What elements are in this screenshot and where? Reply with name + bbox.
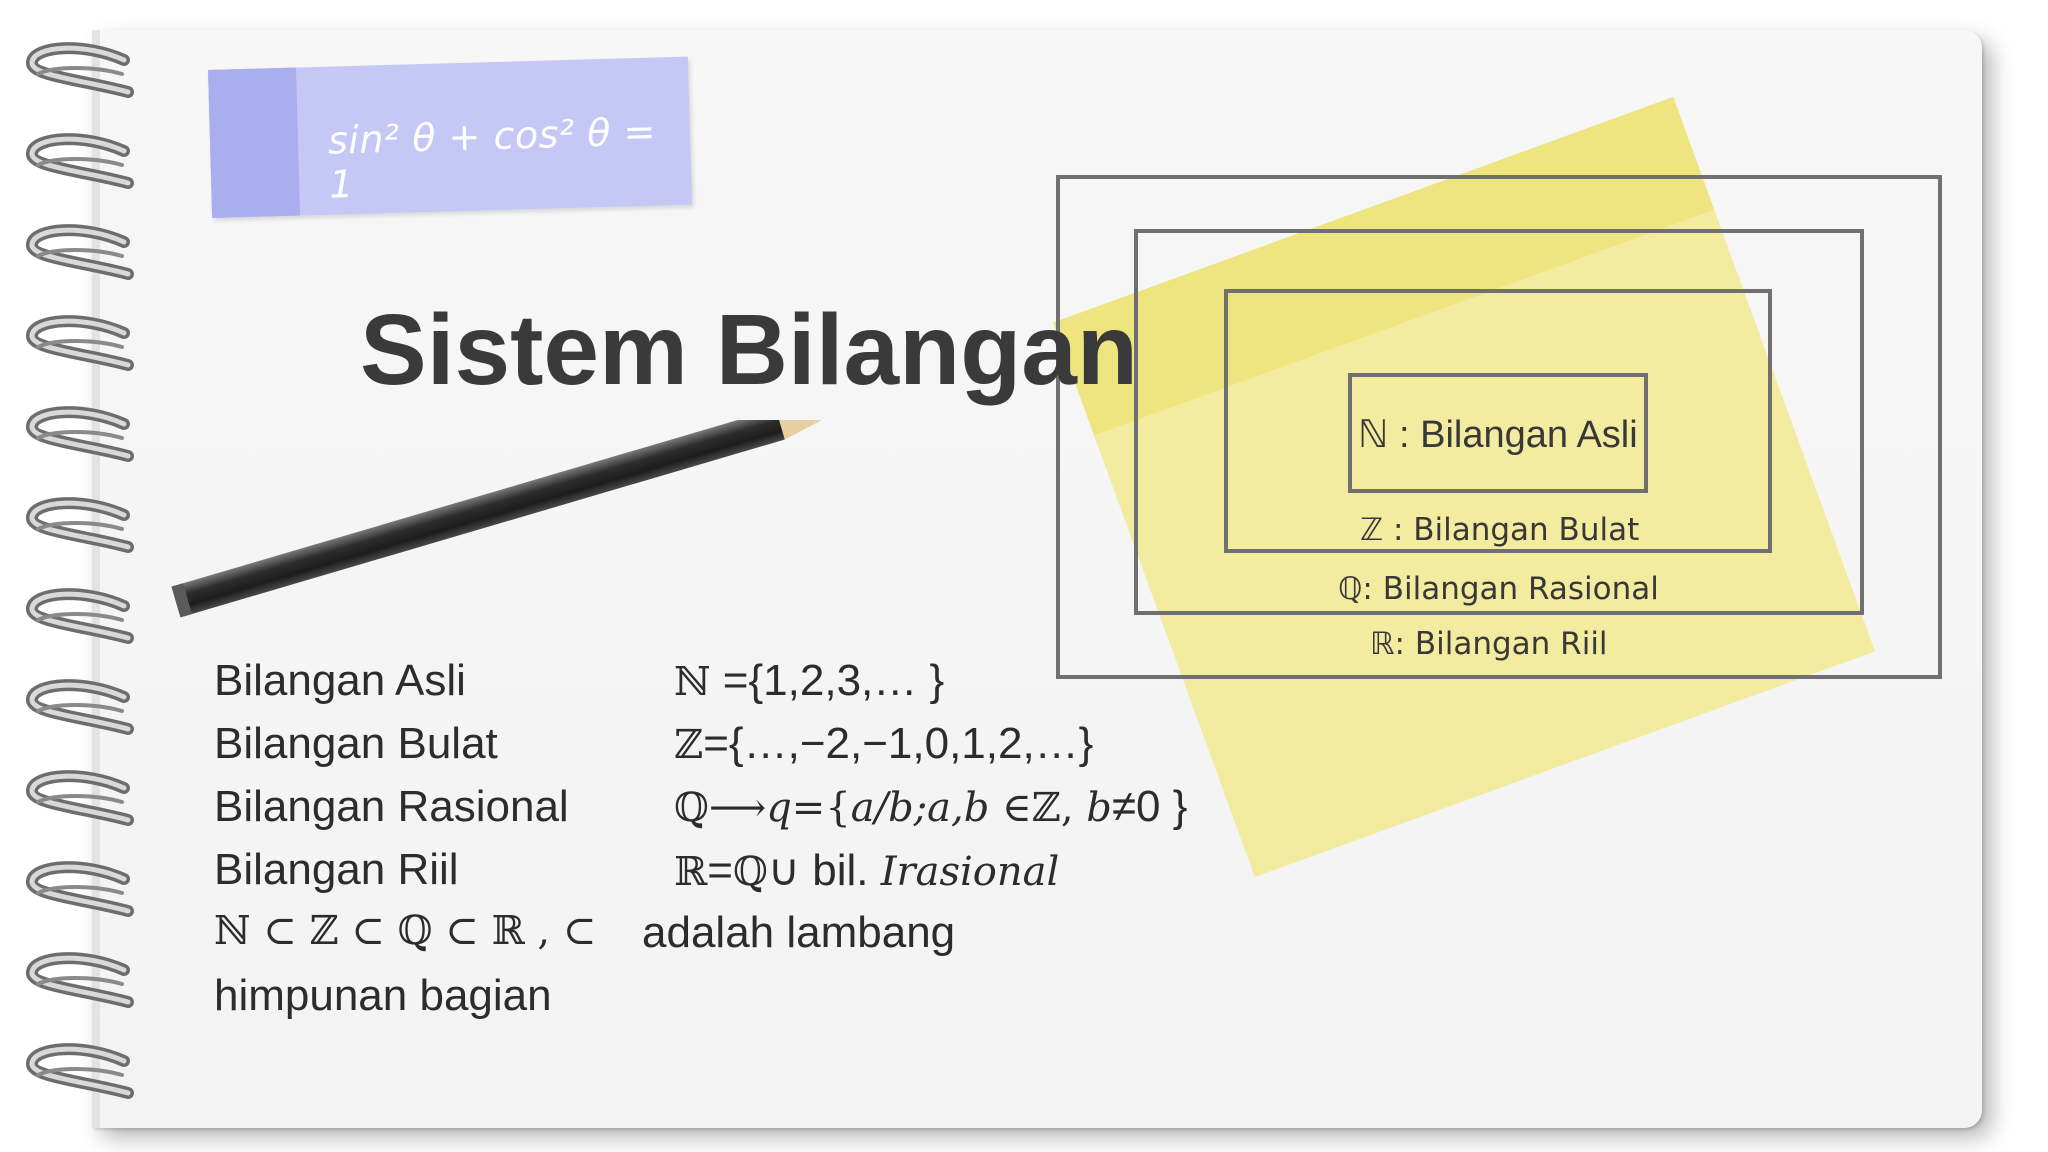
set-box-integer: [1224, 289, 1772, 553]
subset-chain: ℕ ⊂ ℤ ⊂ ℚ ⊂ ℝ , ⊂: [214, 908, 597, 954]
spiral-binding: [24, 40, 144, 1120]
label-natural-set: ℕ : Bilangan Asli: [1358, 414, 1638, 456]
trig-identity-formula: sin² θ + cos² θ = 1: [327, 109, 657, 207]
formula-sticky-note: sin² θ + cos² θ = 1: [208, 56, 692, 218]
binding-ring: [24, 495, 144, 575]
binding-ring: [24, 313, 144, 393]
page-margin-edge: [92, 30, 100, 1128]
label-rational-set: ℚ: Bilangan Rasional: [1338, 571, 1659, 607]
binding-ring: [24, 404, 144, 484]
number-system-definitions: Bilangan Asli ℕ ={1,2,3,… } Bilangan Bul…: [214, 650, 1214, 1030]
binding-ring: [24, 768, 144, 848]
pencil-image: [171, 420, 840, 618]
definition-name: Bilangan Asli: [214, 656, 466, 705]
slide-title: Sistem Bilangan: [360, 294, 1138, 406]
definition-expression: ℤ={…,−2,−1,0,1,2,…}: [674, 719, 1094, 768]
set-box-natural: [1348, 373, 1648, 493]
label-real-set: ℝ: Bilangan Riil: [1370, 626, 1608, 662]
subset-explanation-continued: himpunan bagian: [214, 971, 552, 1020]
definition-expression: ℚ⟶q={a/b;a,b ∈ℤ, b≠0 }: [674, 782, 1188, 831]
binding-ring: [24, 1041, 144, 1121]
definition-name: Bilangan Riil: [214, 845, 459, 894]
definition-name: Bilangan Bulat: [214, 719, 498, 768]
binding-ring: [24, 222, 144, 302]
binding-ring: [24, 677, 144, 757]
definition-name: Bilangan Rasional: [214, 782, 569, 831]
set-box-real: [1056, 175, 1942, 679]
subset-explanation: adalah lambang: [642, 908, 956, 957]
binding-ring: [24, 40, 144, 120]
definition-expression: ℝ=ℚ∪ bil. Irasional: [674, 846, 1060, 895]
binding-ring: [24, 950, 144, 1030]
sticky-note-tab: [208, 67, 301, 218]
binding-ring: [24, 586, 144, 666]
definition-expression: ℕ ={1,2,3,… }: [674, 656, 945, 705]
binding-ring: [24, 859, 144, 939]
label-integer-set: ℤ : Bilangan Bulat: [1360, 512, 1640, 548]
set-box-rational: [1134, 229, 1864, 615]
binding-ring: [24, 131, 144, 211]
